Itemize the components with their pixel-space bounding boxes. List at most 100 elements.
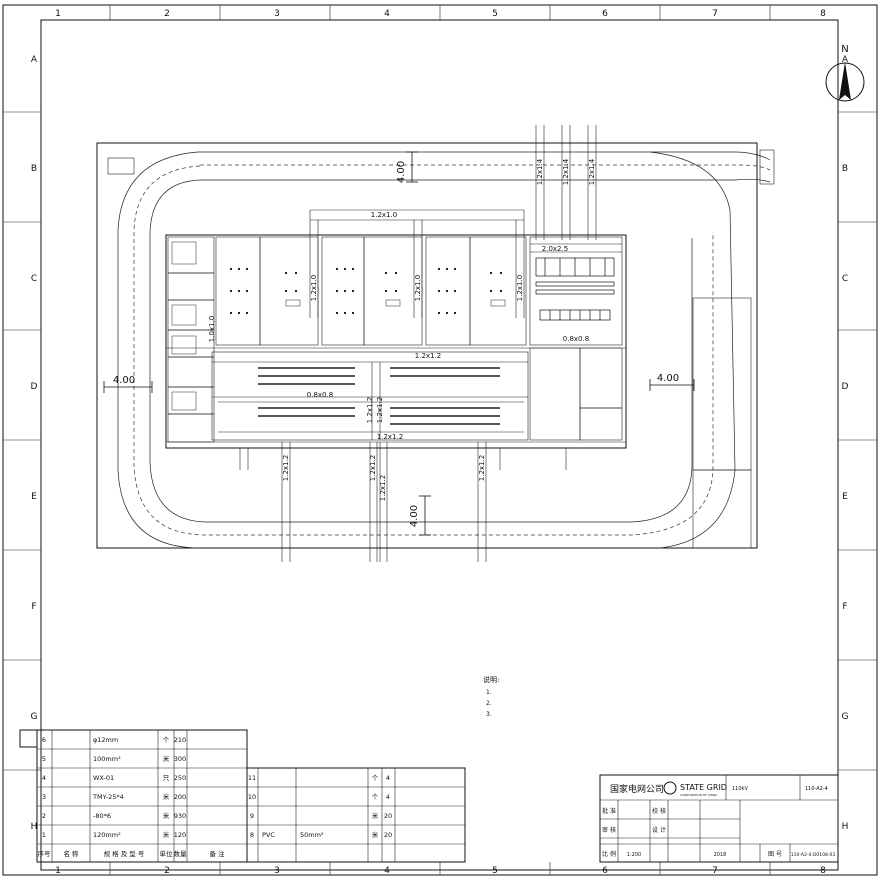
row-label-G-right: G: [842, 712, 849, 722]
cable-trench-top: [309, 125, 622, 318]
bom-no-6: 6: [42, 736, 46, 744]
col-label-7: 7: [712, 9, 718, 19]
bom2-unit-8: 米: [372, 830, 379, 839]
bom2-qty-9: 20: [384, 812, 392, 820]
row-label-A: A: [31, 55, 38, 65]
project-name: 110kV: [732, 786, 748, 792]
col-label-5: 5: [492, 9, 498, 19]
bom-qty-4: 250: [174, 774, 186, 782]
note-line-2: 2.: [486, 700, 492, 707]
bom-spec-2: -80*6: [93, 812, 111, 820]
bom-unit-3: 米: [163, 792, 170, 801]
col-label-3: 3: [274, 9, 280, 19]
row-label-D-right: D: [842, 382, 849, 392]
bom-qty-2: 930: [174, 812, 186, 820]
row-label-D: D: [31, 382, 38, 392]
row-label-H: H: [31, 822, 38, 832]
bom2-unit-10: 个: [372, 793, 379, 801]
bom2-spec-8: PVC: [262, 831, 275, 839]
gis-equipment: [535, 257, 615, 321]
row-ticks: [3, 111, 877, 771]
scale-value: 1:200: [627, 852, 641, 858]
bom2-unit-11: 个: [372, 774, 379, 782]
ring-road: [117, 151, 771, 549]
bom-unit-4: 只: [163, 774, 170, 782]
row-label-A-right: A: [842, 55, 849, 65]
trench-label-mid-v1: 1.2x1.2: [366, 397, 374, 423]
company-name: 国家电网公司: [610, 783, 664, 795]
gate-road-segment: [759, 149, 775, 185]
bom-no-4: 4: [42, 774, 46, 782]
col-label-8: 8: [820, 9, 826, 19]
row-label-B-right: B: [842, 164, 848, 174]
col-label-4: 4: [384, 9, 390, 19]
row-label-F-right: F: [842, 602, 847, 612]
project-code: 110-A2-4: [805, 786, 828, 792]
right-yard: [692, 297, 752, 471]
north-label: N: [841, 44, 848, 55]
bom-spec-1: 120mm²: [93, 831, 121, 839]
note-line-1: 1.: [486, 689, 492, 696]
trench-label-top-v1: 1.2x1.4: [536, 158, 544, 185]
scale-label: 比 例: [602, 850, 616, 858]
trench-label-room1: 1.2x1.0: [310, 275, 318, 301]
cable-trench-corridor: [211, 351, 529, 441]
north-arrow-icon: N: [825, 44, 865, 102]
row-label-C: C: [31, 274, 37, 284]
bom-spec-4: WX-01: [93, 774, 114, 782]
notes-title: 说明:: [483, 675, 499, 684]
bom-unit-1: 米: [163, 830, 170, 839]
title-block: 国家电网公司 STATE GRID CORPORATION OF CHINA 1…: [599, 774, 839, 863]
bom-header-no: 序号: [38, 849, 52, 858]
role-design: 设 计: [652, 826, 666, 834]
bom-header-unit: 单位: [160, 849, 174, 858]
dim-top-road: 4.00: [396, 161, 407, 183]
col-label-2-bottom: 2: [164, 866, 170, 876]
row-label-H-right: H: [842, 822, 849, 832]
inner-frame: [40, 19, 839, 871]
bom-no-3: 3: [42, 793, 46, 801]
bom2-no-9: 9: [250, 812, 254, 820]
cable-trench-bottom: [239, 442, 567, 562]
col-label-2: 2: [164, 9, 170, 19]
trench-label-room3: 1.2x1.0: [516, 275, 524, 301]
bom2-no-8: 8: [250, 831, 254, 839]
row-label-G: G: [31, 712, 38, 722]
col-label-6: 6: [602, 9, 608, 19]
col-label-1-bottom: 1: [55, 866, 61, 876]
trench-label-out2: 1.2x1.2: [369, 455, 377, 481]
brand-sub: CORPORATION OF CHINA: [680, 793, 718, 797]
bom-qty-1: 120: [174, 831, 186, 839]
trench-label-inner: 0.8x0.8: [307, 391, 333, 399]
trench-label-v-left: 1.0x1.0: [208, 316, 216, 342]
drawing-date: 2018: [714, 852, 727, 858]
row-label-E: E: [31, 492, 37, 502]
bom-spec-3: TMY-25*4: [92, 793, 124, 801]
row-label-B: B: [31, 164, 37, 174]
equipment-markers: [230, 268, 506, 314]
bom-table-2: 11 个 4 10 个 4 9 米 20 8 PVC 50mm² 米 20: [246, 767, 466, 863]
trench-label-top-v3: 1.2x1.4: [588, 158, 596, 185]
col-label-8-bottom: 8: [820, 866, 826, 876]
bom2-qty-10: 4: [386, 793, 390, 801]
bom-qty-5: 300: [174, 755, 186, 763]
small-structure: [107, 157, 135, 175]
bom-header-note: 备 注: [209, 849, 225, 858]
col-label-3-bottom: 3: [274, 866, 280, 876]
bom-qty-6: 210: [174, 736, 186, 744]
state-grid-logo-icon: [663, 781, 677, 795]
right-rooms: [529, 347, 623, 441]
column-ticks: [109, 5, 771, 875]
left-rooms: [167, 236, 215, 443]
row-label-C-right: C: [842, 274, 848, 284]
bom-qty-3: 200: [174, 793, 186, 801]
bom-unit-6: 个: [163, 736, 170, 744]
bom-unit-2: 米: [163, 811, 170, 820]
col-label-5-bottom: 5: [492, 866, 498, 876]
trench-label-out1: 1.2x1.2: [282, 455, 290, 481]
col-label-1: 1: [55, 9, 61, 19]
trench-label-top-h: 1.2x1.0: [371, 211, 397, 219]
trench-label-inner2: 0.8x0.8: [563, 335, 589, 343]
bom2-sub-8: 50mm²: [300, 831, 324, 839]
